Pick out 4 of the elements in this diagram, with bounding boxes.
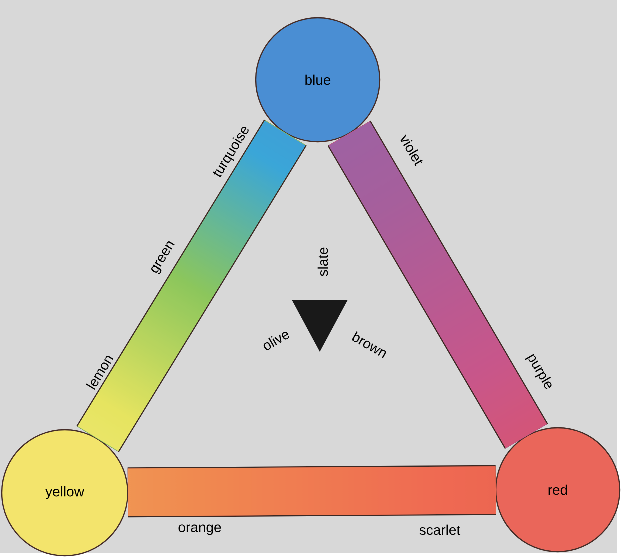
color-name: olive [264, 332, 290, 350]
color-name: scarlet [420, 524, 461, 536]
color-name: orange [178, 524, 222, 536]
color-name: slate [318, 248, 328, 276]
